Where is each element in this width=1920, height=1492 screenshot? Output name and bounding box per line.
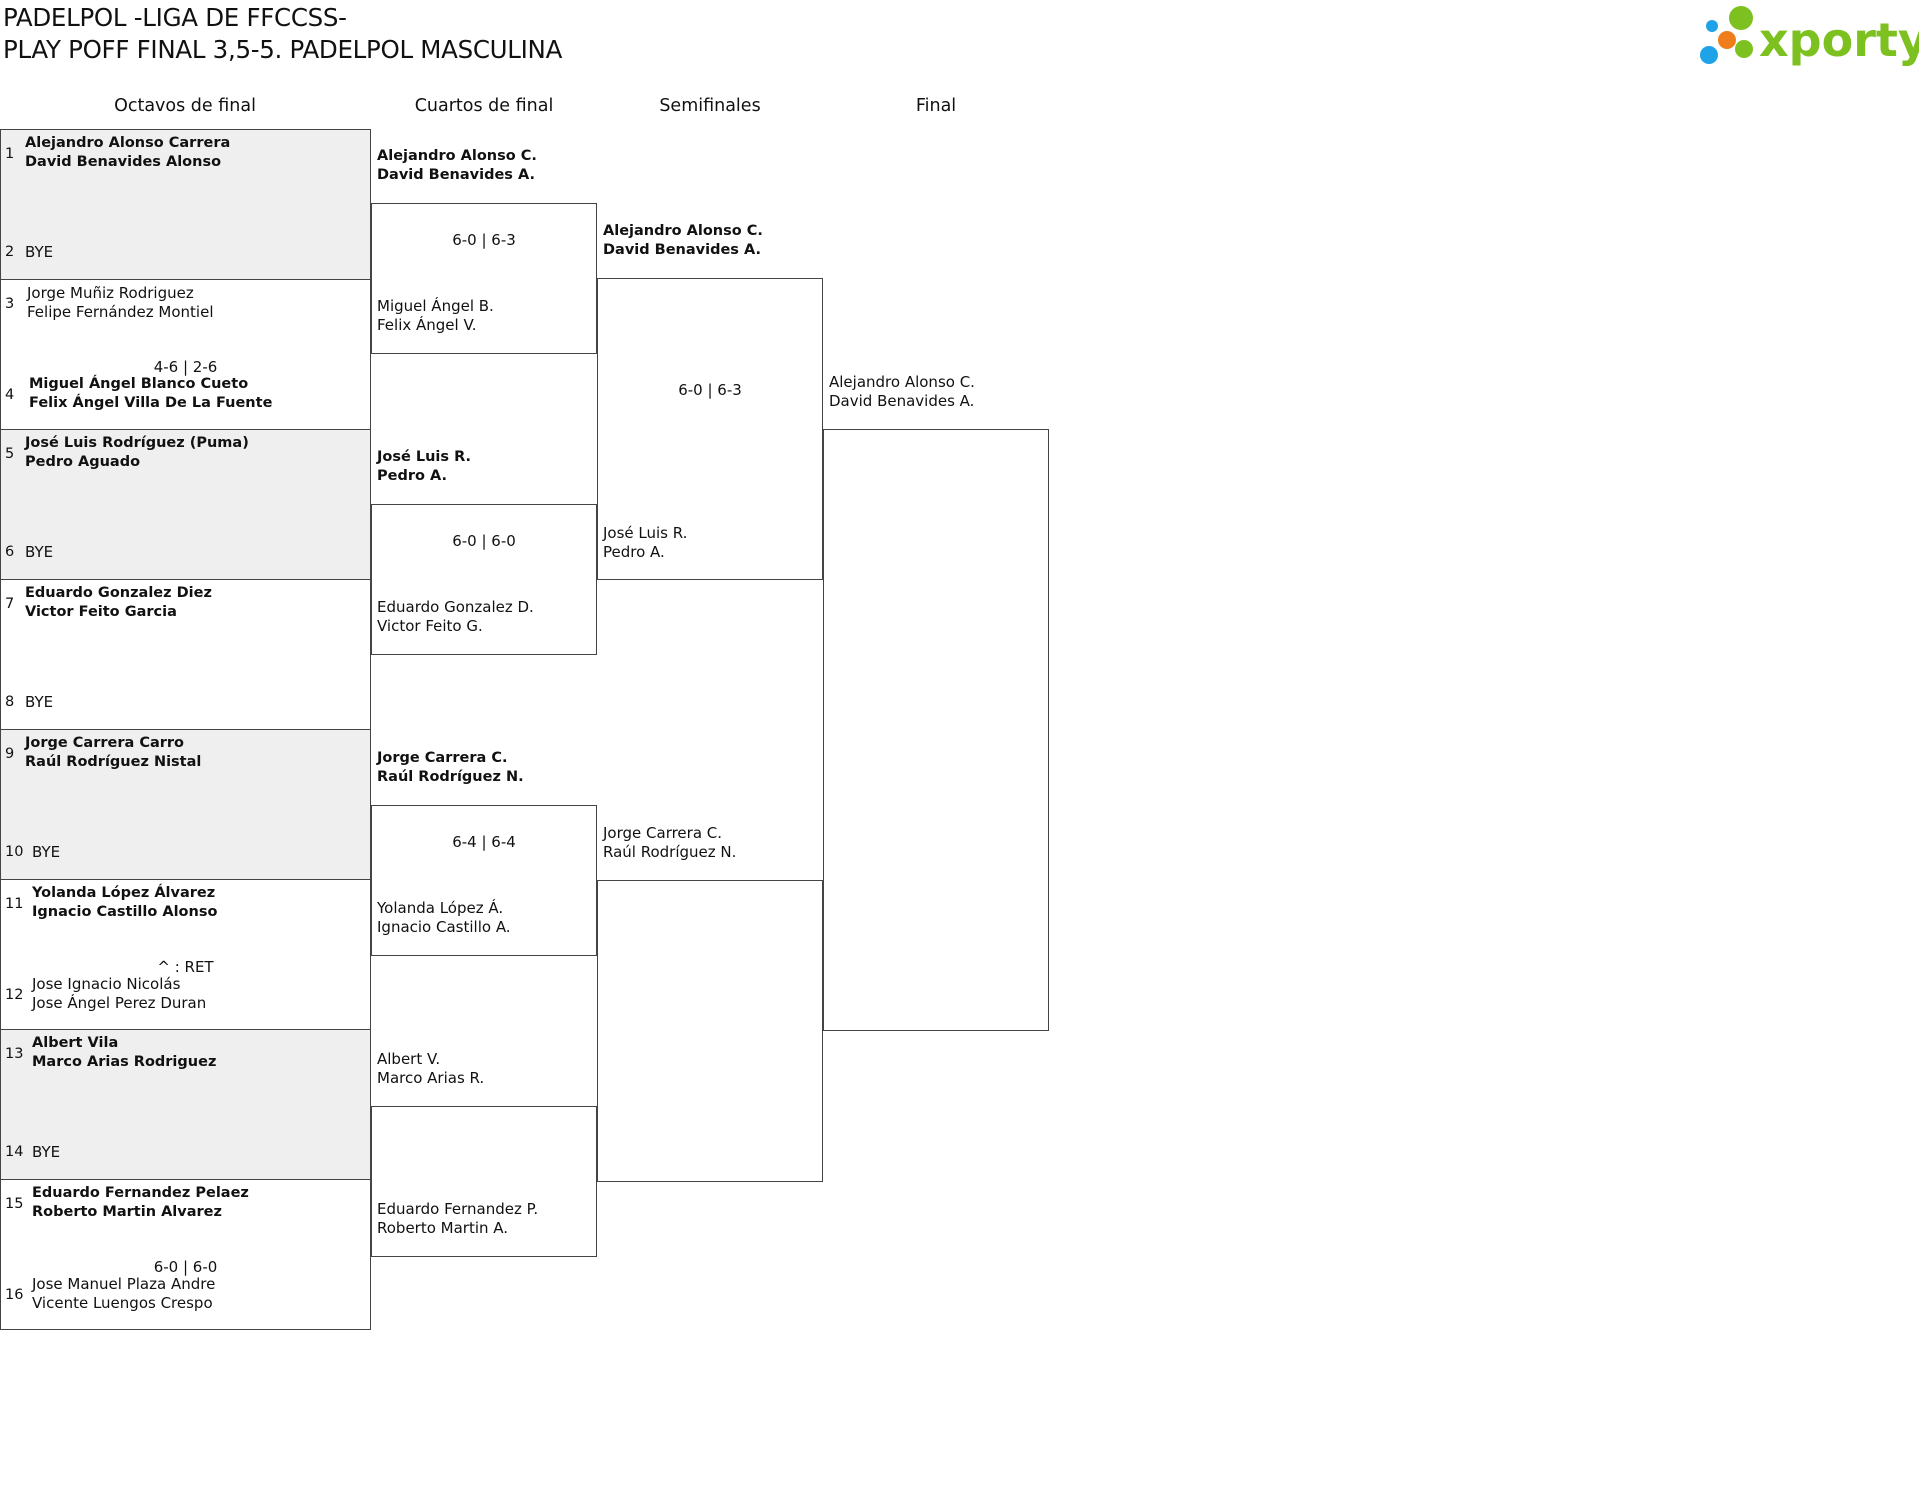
title-line1: PADELPOL -LIGA DE FFCCSS- [3, 3, 347, 32]
team-player: Jose Manuel Plaza Andre [32, 1275, 216, 1293]
seed-number: 3 [5, 296, 15, 312]
team-player: Pedro A. [603, 543, 665, 561]
bye-label: BYE [25, 543, 54, 561]
team-player: Eduardo Gonzalez Diez [25, 585, 212, 601]
qf-match-box [371, 504, 597, 655]
r16-match-box [0, 1179, 371, 1330]
r16-match-box [0, 579, 371, 730]
r16-match-box [0, 729, 371, 880]
team-player: Felipe Fernández Montiel [27, 303, 214, 321]
team-player: Felix Ángel Villa De La Fuente [29, 395, 273, 411]
team-player: Ignacio Castillo A. [377, 918, 511, 936]
team-player: Jorge Carrera C. [603, 824, 723, 842]
sf-match-box [597, 880, 823, 1182]
team-player: Albert V. [377, 1050, 441, 1068]
sf-match-box [597, 278, 823, 580]
team-player: Raúl Rodríguez Nistal [25, 754, 202, 770]
team-player: Jose Ángel Perez Duran [32, 994, 207, 1012]
qf-match-box [371, 805, 597, 956]
seed-number: 12 [5, 987, 24, 1003]
seed-number: 15 [5, 1196, 24, 1212]
seed-number: 14 [5, 1144, 24, 1160]
team-player: José Luis R. [603, 524, 688, 542]
seed-number: 13 [5, 1046, 24, 1062]
bye-label: BYE [32, 1143, 61, 1161]
r16-match-box [0, 429, 371, 580]
seed-number: 8 [5, 694, 15, 710]
team-player: David Benavides Alonso [25, 154, 222, 170]
match-score: 6-0 | 6-0 [153, 1258, 218, 1276]
bye-label: BYE [32, 843, 61, 861]
team-player: Victor Feito Garcia [25, 604, 177, 620]
team-player: Raúl Rodríguez N. [603, 843, 737, 861]
team-player: Ignacio Castillo Alonso [32, 904, 218, 920]
round-header-qf: Cuartos de final [414, 96, 554, 116]
team-player: Jorge Muñiz Rodriguez [27, 284, 194, 302]
team-player: Alejandro Alonso C. [603, 223, 763, 239]
qf-match-box [371, 1106, 597, 1257]
team-player: Marco Arias R. [377, 1069, 485, 1087]
team-player: Jorge Carrera C. [377, 750, 508, 766]
bye-label: BYE [25, 243, 54, 261]
team-player: David Benavides A. [603, 242, 761, 258]
team-player: Eduardo Gonzalez D. [377, 598, 534, 616]
team-player: José Luis R. [377, 449, 472, 465]
team-player: Raúl Rodríguez N. [377, 769, 524, 785]
team-player: Pedro Aguado [25, 454, 141, 470]
team-player: Victor Feito G. [377, 617, 483, 635]
seed-number: 2 [5, 244, 15, 260]
team-player: Yolanda López Álvarez [32, 885, 216, 901]
round-header-sf: Semifinales [659, 96, 761, 116]
match-score: 6-4 | 6-4 [452, 833, 516, 851]
seed-number: 9 [5, 746, 15, 762]
seed-number: 10 [5, 844, 24, 860]
seed-number: 16 [5, 1287, 24, 1303]
team-player: David Benavides A. [377, 167, 535, 183]
round-header-final: Final [915, 96, 957, 116]
qf-match-box [371, 203, 597, 354]
team-player: Albert Vila [32, 1035, 119, 1051]
seed-number: 4 [5, 387, 15, 403]
team-player: Marco Arias Rodriguez [32, 1054, 217, 1070]
team-player: Vicente Luengos Crespo [32, 1294, 213, 1312]
seed-number: 7 [5, 596, 15, 612]
match-score: 6-0 | 6-3 [452, 231, 516, 249]
title-line2: PLAY POFF FINAL 3,5-5. PADELPOL MASCULIN… [3, 35, 563, 64]
match-score: 4-6 | 2-6 [153, 358, 218, 376]
xporty-logo-icon: xporty [1700, 6, 1920, 67]
team-player: Miguel Ángel Blanco Cueto [29, 376, 249, 392]
match-score: 6-0 | 6-0 [452, 532, 516, 550]
seed-number: 6 [5, 544, 15, 560]
team-player: Pedro A. [377, 468, 448, 484]
round-header-r16: Octavos de final [114, 96, 256, 116]
team-player: Jose Ignacio Nicolás [32, 975, 181, 993]
team-player: Eduardo Fernandez P. [377, 1200, 539, 1218]
match-score: ^ : RET [157, 958, 214, 976]
team-player: Eduardo Fernandez Pelaez [32, 1185, 249, 1201]
team-player: Roberto Martin A. [377, 1219, 509, 1237]
team-player: David Benavides A. [829, 392, 975, 410]
team-player: Felix Ángel V. [377, 316, 477, 334]
team-player: José Luis Rodríguez (Puma) [25, 435, 249, 451]
team-player: Roberto Martin Alvarez [32, 1204, 222, 1220]
team-player: Miguel Ángel B. [377, 297, 494, 315]
team-player: Yolanda López Á. [377, 899, 504, 917]
seed-number: 11 [5, 896, 24, 912]
final-match-box [823, 429, 1049, 1031]
bye-label: BYE [25, 693, 54, 711]
seed-number: 5 [5, 446, 15, 462]
r16-match-box [0, 879, 371, 1030]
seed-number: 1 [5, 146, 15, 162]
r16-match-box [0, 129, 371, 280]
logo-text: xporty [1759, 13, 1919, 67]
team-player: Jorge Carrera Carro [25, 735, 185, 751]
team-player: Alejandro Alonso C. [829, 373, 975, 391]
team-player: Alejandro Alonso C. [377, 148, 537, 164]
match-score: 6-0 | 6-3 [678, 381, 742, 399]
team-player: Alejandro Alonso Carrera [25, 135, 231, 151]
xporty-logo: xporty [1697, 6, 1920, 68]
